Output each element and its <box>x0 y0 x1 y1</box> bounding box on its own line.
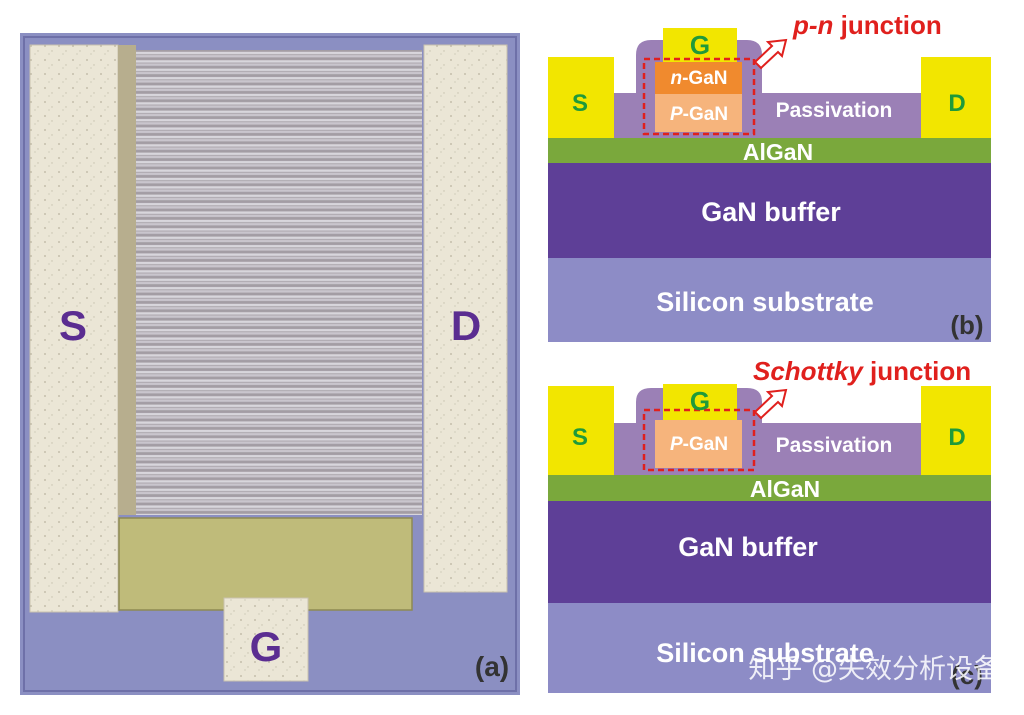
drain-contact <box>921 57 991 138</box>
source-label: S <box>572 424 588 451</box>
gate-label: G <box>690 386 710 416</box>
junction-arrow-icon <box>753 388 788 420</box>
n-gan-label: n-GaN <box>670 68 727 89</box>
p-gan-suffix: -GaN <box>683 104 728 125</box>
passivation-label: Passivation <box>776 99 893 122</box>
junction-highlight-box <box>642 57 756 136</box>
p-gan-layer <box>655 94 742 132</box>
algan-label: AlGaN <box>743 139 813 165</box>
junction-title-suffix: junction <box>833 10 941 40</box>
source-label: S <box>572 90 588 117</box>
substrate-label: Silicon substrate <box>656 287 874 317</box>
gate-metal <box>663 384 737 420</box>
chip-border <box>23 36 517 692</box>
drain-pad <box>423 44 508 593</box>
source-contact <box>548 386 614 475</box>
junction-title-suffix: junction <box>863 356 971 386</box>
p-gan-prefix: P <box>670 434 683 455</box>
n-gan-layer <box>655 62 742 94</box>
substrate-layer <box>548 603 991 693</box>
panel-c-label: (c) <box>951 660 983 690</box>
drain-label: D <box>948 424 965 451</box>
substrate-layer <box>548 258 991 342</box>
panel-b-label: (b) <box>950 310 983 340</box>
source-bus <box>118 45 136 515</box>
substrate-label: Silicon substrate <box>656 638 874 668</box>
source-contact <box>548 57 614 138</box>
junction-highlight-box <box>642 408 756 472</box>
watermark: 知乎 @失效分析设备 <box>748 654 1000 685</box>
drain-label: D <box>948 90 965 117</box>
p-gan-label: P-GaN <box>670 104 728 125</box>
junction-title-prefix: p-n <box>792 10 833 40</box>
p-gan-layer <box>655 420 742 468</box>
junction-title: Schottky junction <box>753 356 971 386</box>
n-gan-prefix: n <box>670 68 682 89</box>
gan-buffer-label: GaN buffer <box>678 532 818 562</box>
source-pad-label: S <box>59 302 87 349</box>
gate-bus <box>118 517 413 611</box>
gan-buffer-layer <box>548 501 991 603</box>
panel-b-cross-section: p-n junction G n-GaN P-GaN S D Passivati… <box>548 10 991 342</box>
junction-arrow-icon <box>753 38 788 70</box>
gan-buffer-label: GaN buffer <box>701 197 841 227</box>
drain-contact <box>921 386 991 475</box>
p-gan-label: P-GaN <box>670 434 728 455</box>
p-gan-prefix: P <box>670 104 683 125</box>
algan-label: AlGaN <box>750 476 820 502</box>
gate-pad <box>223 597 309 682</box>
junction-title-prefix: Schottky <box>753 356 864 386</box>
algan-layer <box>548 138 991 163</box>
n-gan-suffix: -GaN <box>682 68 727 89</box>
gate-metal <box>663 28 737 62</box>
gate-pad-label: G <box>250 623 283 670</box>
panel-a-label: (a) <box>475 651 509 682</box>
gate-label: G <box>690 30 710 60</box>
source-pad <box>29 44 119 613</box>
drain-pad-label: D <box>451 302 481 349</box>
algan-layer <box>548 475 991 501</box>
panel-a-micrograph: S D G (a) <box>20 33 520 695</box>
junction-title: p-n junction <box>792 10 942 40</box>
panel-c-cross-section: Schottky junction G P-GaN S D Passivatio… <box>548 356 991 693</box>
passivation-label: Passivation <box>776 434 893 457</box>
finger-array <box>136 50 422 515</box>
p-gan-suffix: -GaN <box>683 434 728 455</box>
gan-buffer-layer <box>548 163 991 258</box>
